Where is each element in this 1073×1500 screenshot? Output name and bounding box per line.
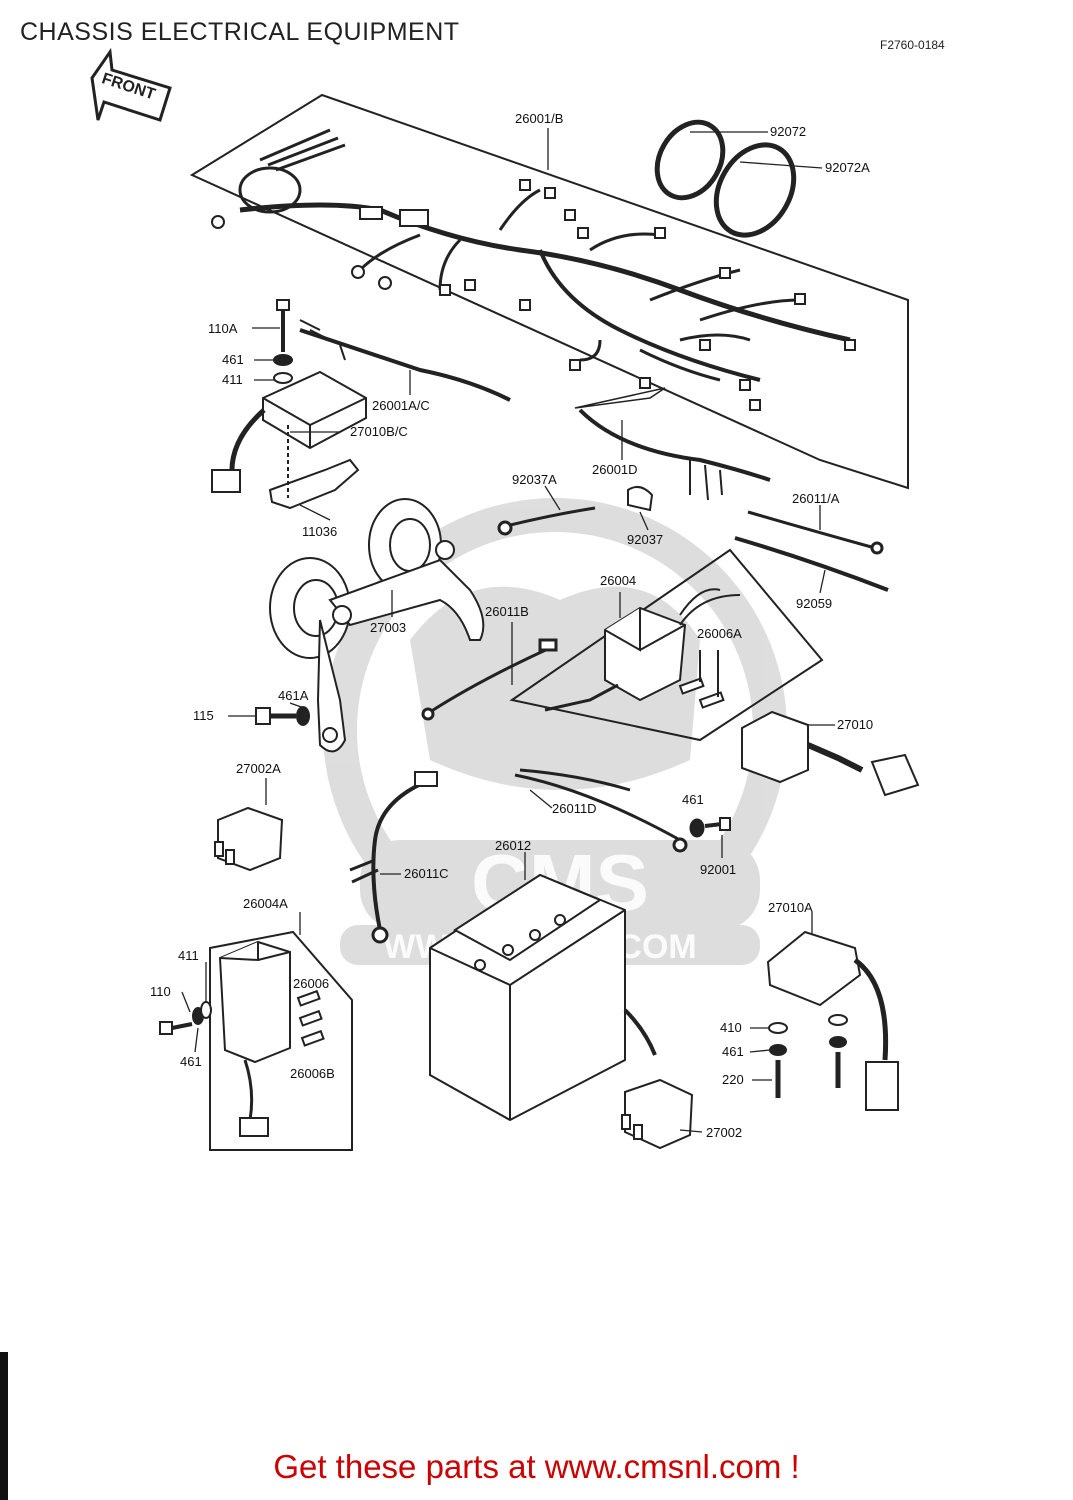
leader-lines	[181, 128, 835, 1133]
part-label: 461	[682, 792, 704, 807]
page-title: CHASSIS ELECTRICAL EQUIPMENT	[20, 18, 460, 46]
diagram-code: F2760-0184	[880, 38, 945, 52]
part-label: 26001A/C	[372, 398, 430, 413]
part-label: 461	[222, 352, 244, 367]
part-label: 26001D	[592, 462, 638, 477]
part-label: 26004A	[243, 896, 288, 911]
part-label: 92037A	[512, 472, 557, 487]
lead-wires-group	[421, 387, 889, 721]
regulator-27010a-group	[766, 930, 899, 1111]
horn-assembly-group	[269, 498, 485, 753]
part-label: 27010B/C	[350, 424, 408, 439]
part-labels: 26001/B 92072 92072A 110A 461 411 26001A…	[150, 111, 873, 1140]
bolt-115-group	[255, 706, 310, 726]
flasher-27002-group	[621, 1078, 694, 1150]
part-label: 26004	[600, 573, 636, 588]
part-label: 26006B	[290, 1066, 335, 1081]
part-label: 26001/B	[515, 111, 563, 126]
part-label: 27003	[370, 620, 406, 635]
part-label: 461	[180, 1054, 202, 1069]
part-label: 26011D	[552, 801, 597, 816]
regulator-panel-group	[509, 548, 824, 742]
part-label: 26011/A	[792, 491, 840, 506]
scan-edge-bar	[0, 1352, 8, 1500]
part-label: 26006A	[697, 626, 742, 641]
part-label: 115	[193, 708, 214, 723]
part-label: 11036	[302, 524, 337, 539]
part-label: 26012	[495, 838, 531, 853]
battery-26012-group	[429, 873, 657, 1122]
part-label: 92072	[770, 124, 806, 139]
flasher-27002a-group	[214, 806, 284, 872]
part-label: 411	[178, 948, 199, 963]
battery-cables-group	[349, 768, 731, 944]
part-label: 92001	[700, 862, 736, 877]
part-label: 220	[722, 1072, 744, 1087]
part-label: 92072A	[825, 160, 870, 175]
part-label: 410	[720, 1020, 742, 1035]
part-label: 26006	[293, 976, 329, 991]
part-label: 92037	[627, 532, 663, 547]
part-label: 27002	[706, 1125, 742, 1140]
footer-promo-link[interactable]: Get these parts at www.cmsnl.com !	[273, 1448, 800, 1485]
part-label: 461	[722, 1044, 744, 1059]
part-label: 26011C	[404, 866, 449, 881]
fuse-box-26004a-group	[159, 930, 353, 1151]
main-harness-group	[189, 93, 909, 490]
part-label: 110	[150, 984, 171, 999]
relay-box-group	[211, 299, 511, 510]
part-label: 27002A	[236, 761, 281, 776]
part-label: 92059	[796, 596, 832, 611]
part-label: 411	[222, 372, 243, 387]
switch-27010-group	[741, 710, 920, 797]
front-arrow-icon: FRONT	[90, 47, 172, 122]
part-label: 110A	[208, 321, 238, 336]
part-label: 27010	[837, 717, 873, 732]
part-label: 26011B	[485, 604, 529, 619]
part-label: 461A	[278, 688, 309, 703]
part-label: 27010A	[768, 900, 813, 915]
clamp-92072-group	[654, 119, 797, 238]
